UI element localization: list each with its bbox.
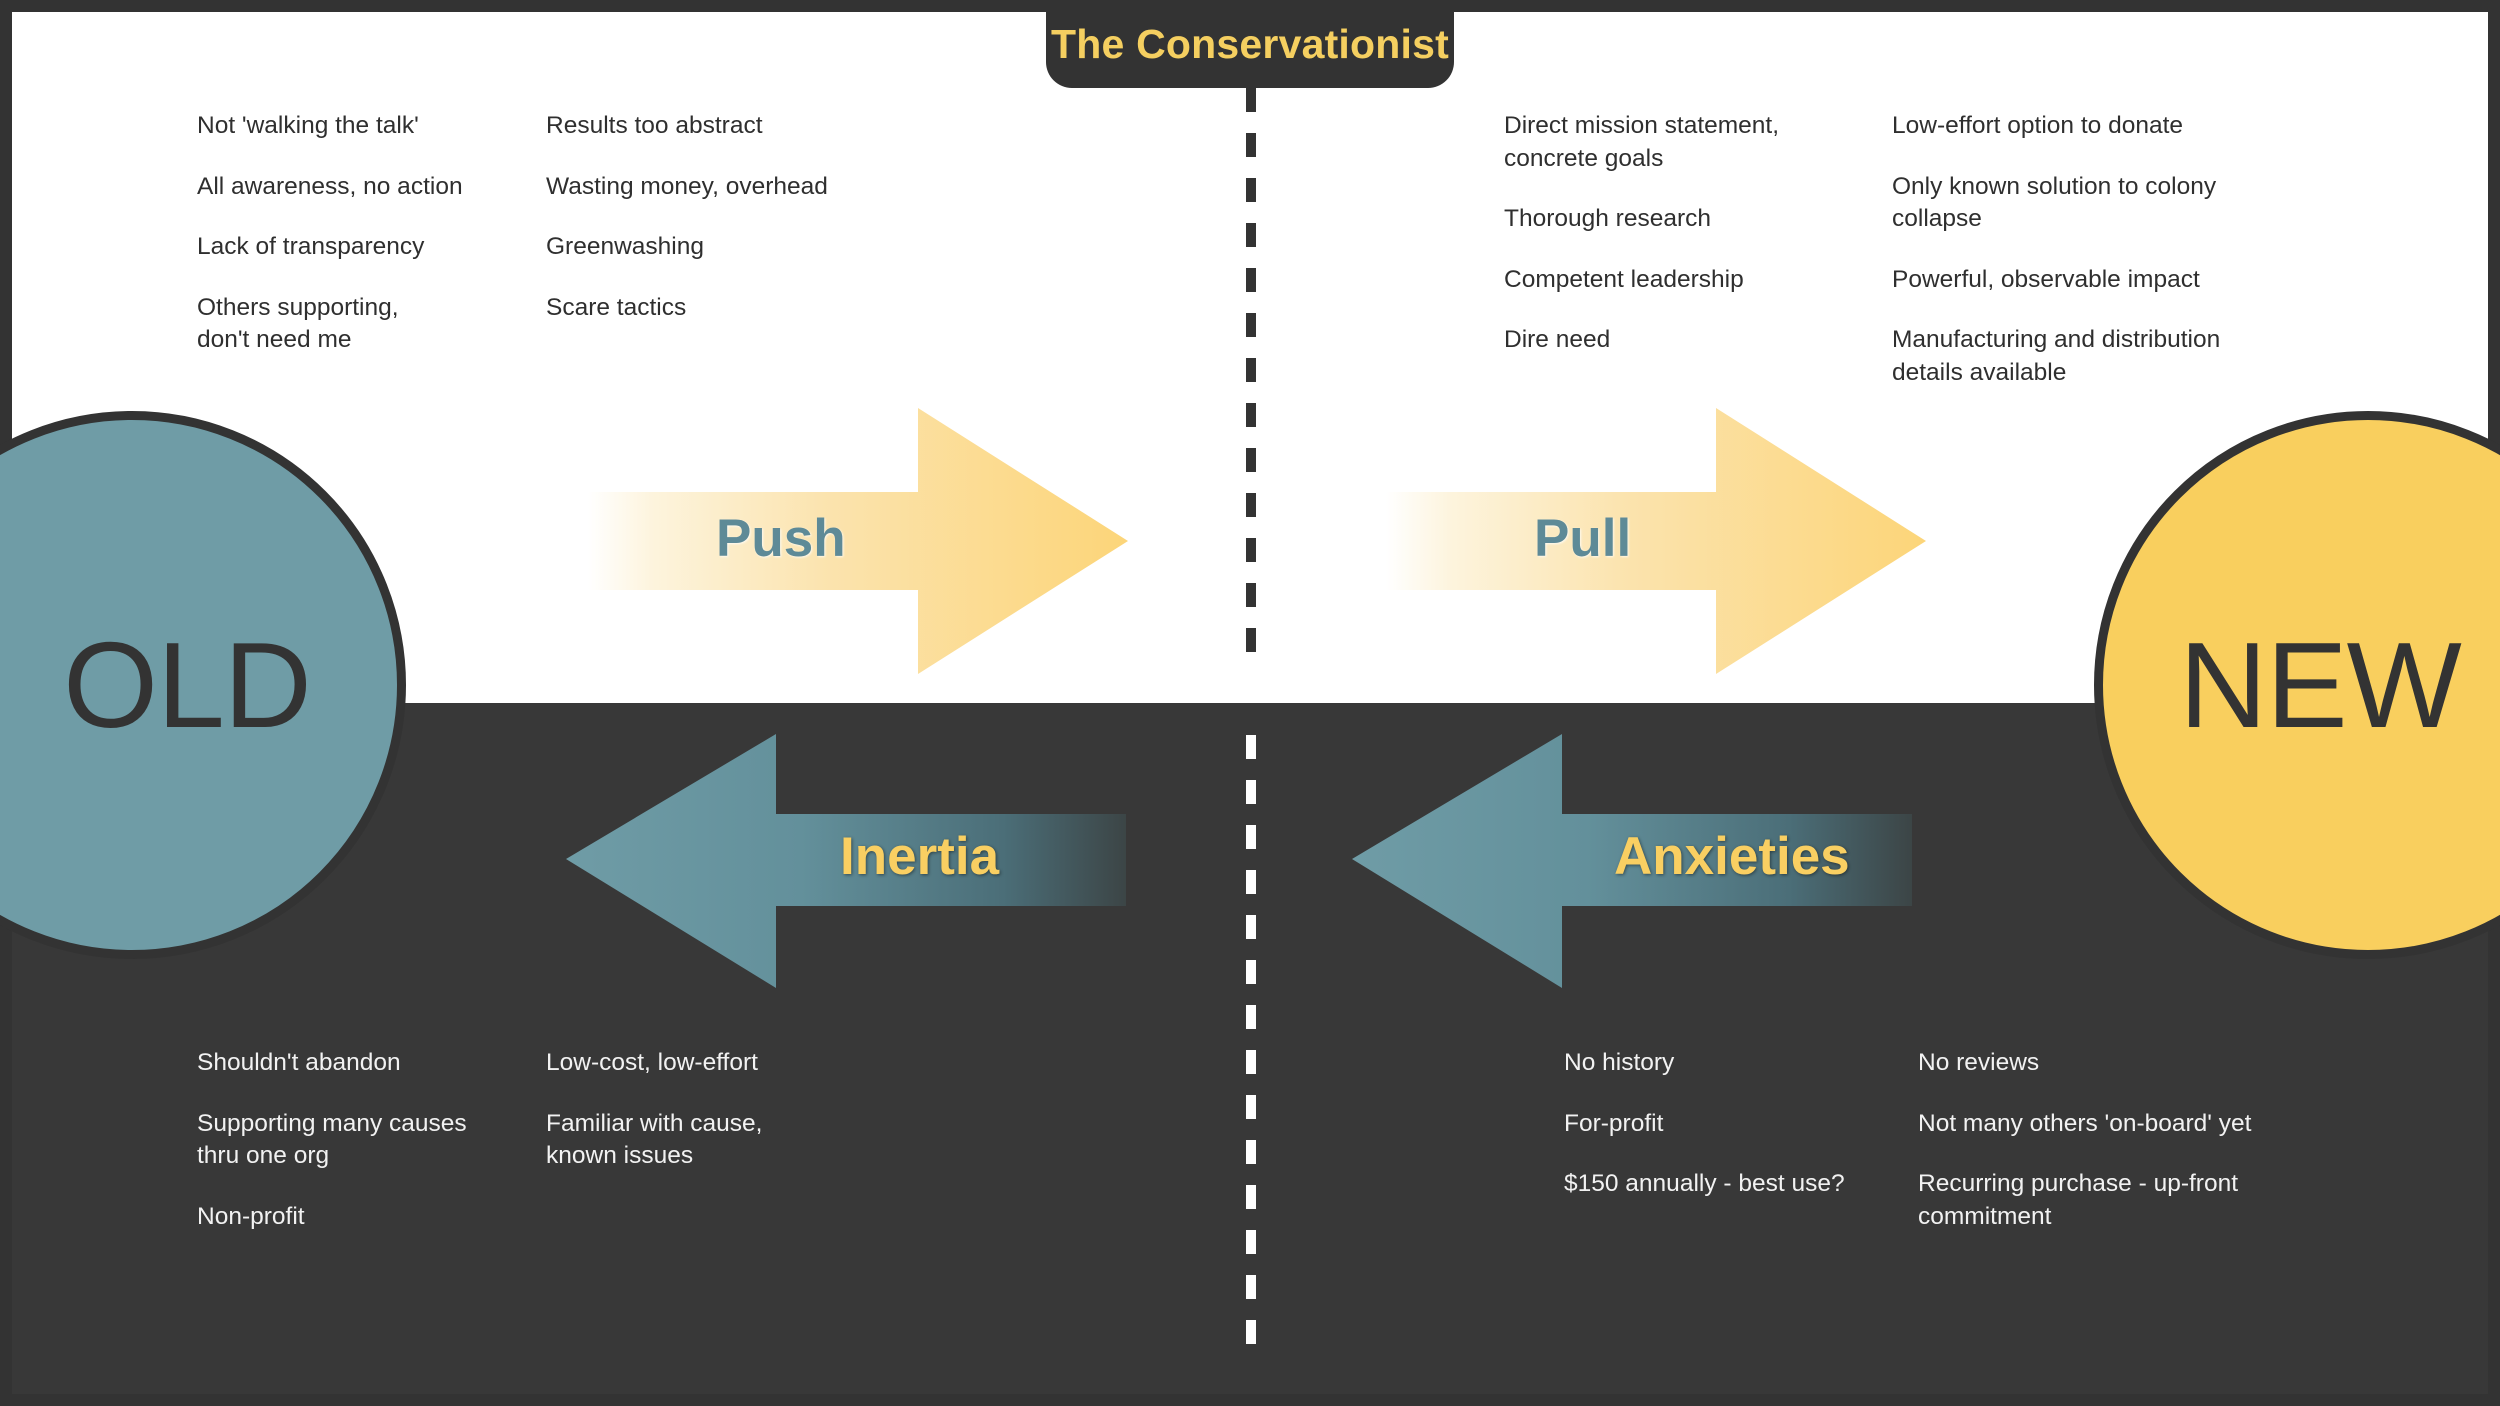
list-item: Dire need [1504, 326, 1611, 354]
list-item: Non-profit [197, 1202, 305, 1230]
list-item: Not many others 'on-board' yet [1918, 1109, 2252, 1137]
list-item: Scare tactics [546, 293, 687, 321]
list-item: Shouldn't abandon [197, 1049, 401, 1076]
old-label: OLD [63, 617, 312, 753]
push-arrow: Push [588, 396, 1128, 686]
list-item: All awareness, no action [197, 172, 463, 200]
list-item: Manufacturing and distribution details a… [1892, 326, 2221, 386]
push-column-1: Not 'walking the talk' All awareness, no… [197, 110, 507, 385]
push-arrow-label: Push [716, 509, 846, 568]
list-item: Supporting many causes thru one org [197, 1109, 467, 1170]
list-item: Low-cost, low-effort [546, 1049, 758, 1076]
pull-column-1: Direct mission statement, concrete goals… [1504, 110, 1834, 385]
list-item: Powerful, observable impact [1892, 265, 2200, 293]
anxieties-column-1: No history For-profit $150 annually - be… [1564, 1047, 1904, 1229]
anxieties-arrow-label: Anxieties [1614, 827, 1850, 886]
list-item: Recurring purchase - up-front commitment [1918, 1170, 2239, 1230]
list-item: Direct mission statement, concrete goals [1504, 112, 1780, 172]
anxieties-arrow: Anxieties [1352, 726, 1912, 996]
pull-arrow-shape [1386, 408, 1926, 674]
list-item: Wasting money, overhead [546, 172, 828, 200]
list-item: No reviews [1918, 1049, 2040, 1076]
list-item: Only known solution to colony collapse [1892, 172, 2217, 233]
list-item: Lack of transparency [197, 233, 425, 261]
list-item: Not 'walking the talk' [197, 112, 419, 139]
pull-arrow: Pull [1386, 396, 1926, 686]
list-item: Familiar with cause, known issues [546, 1109, 763, 1170]
push-arrow-shape [588, 408, 1128, 674]
inertia-arrow: Inertia [566, 726, 1126, 996]
list-item: $150 annually - best use? [1564, 1170, 1845, 1198]
list-item: Thorough research [1504, 205, 1712, 233]
anxieties-arrow-shape [1352, 734, 1912, 988]
inertia-column-1: Shouldn't abandon Supporting many causes… [197, 1047, 507, 1261]
inertia-arrow-shape [566, 734, 1126, 988]
pull-arrow-label: Pull [1534, 509, 1632, 568]
inertia-arrow-label: Inertia [840, 827, 1000, 886]
list-item: Low-effort option to donate [1892, 112, 2184, 139]
list-item: Results too abstract [546, 112, 763, 139]
pull-column-2: Low-effort option to donate Only known s… [1892, 110, 2242, 417]
list-item: For-profit [1564, 1109, 1664, 1137]
title-banner: The Conservationist [1046, 0, 1454, 88]
center-divider-top [1246, 88, 1256, 670]
anxieties-column-2: No reviews Not many others 'on-board' ye… [1918, 1047, 2268, 1261]
inertia-column-2: Low-cost, low-effort Familiar with cause… [546, 1047, 876, 1201]
center-divider-bottom [1246, 735, 1256, 1360]
page-title: The Conservationist [1051, 20, 1449, 67]
list-item: Greenwashing [546, 233, 704, 261]
push-column-2: Results too abstract Wasting money, over… [546, 110, 876, 352]
new-label: NEW [2179, 617, 2462, 753]
list-item: Others supporting, don't need me [197, 293, 399, 354]
list-item: No history [1564, 1049, 1675, 1076]
list-item: Competent leadership [1504, 265, 1744, 293]
